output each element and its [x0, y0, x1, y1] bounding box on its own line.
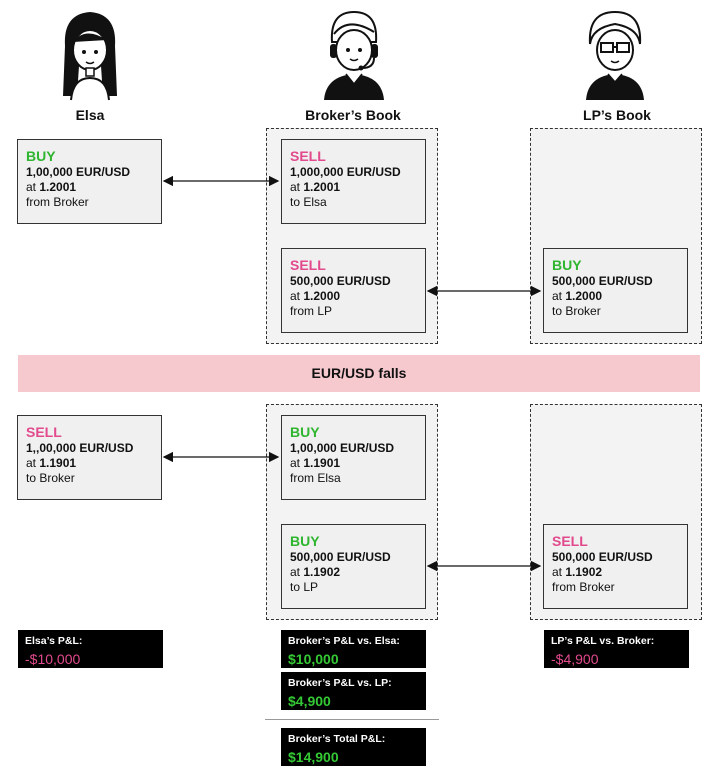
elsa-pnl-box: Elsa’s P&L: -$10,000: [18, 630, 163, 668]
lp-pnl-box: LP’s P&L vs. Broker: -$4,900: [544, 630, 689, 668]
trade-at: at: [26, 456, 40, 470]
trade-amount: 500,000 EUR/USD: [552, 550, 653, 564]
trade-price: 1.1902: [565, 565, 603, 579]
broker-sell-lp-card: SELL 500,000 EUR/USD at 1.2000 from LP: [281, 248, 426, 333]
trade-price: 1.2001: [303, 180, 341, 194]
trade-action: SELL: [290, 257, 326, 273]
trade-party: to Broker: [552, 304, 601, 318]
trade-amount: 500,000 EUR/USD: [552, 274, 653, 288]
trade-at: at: [552, 289, 566, 303]
lp-title: LP’s Book: [583, 107, 651, 123]
trade-price: 1.1901: [39, 456, 77, 470]
pnl-value: $10,000: [288, 651, 339, 667]
pnl-label: Elsa’s P&L:: [25, 635, 83, 647]
trade-amount: 1,00,000 EUR/USD: [290, 441, 395, 455]
broker-vs-elsa-pnl-box: Broker’s P&L vs. Elsa: $10,000: [281, 630, 426, 668]
trade-party: to LP: [290, 580, 319, 594]
event-banner: EUR/USD falls: [18, 355, 700, 392]
trade-price: 1.1902: [303, 565, 341, 579]
trade-action: BUY: [290, 424, 320, 440]
broker-total-pnl-box: Broker’s Total P&L: $14,900: [281, 728, 426, 766]
broker-avatar-icon: [318, 4, 390, 102]
broker-buy-elsa-card: BUY 1,00,000 EUR/USD at 1.1901 from Elsa: [281, 415, 426, 500]
pnl-value: $14,900: [288, 749, 339, 765]
trade-party: from LP: [290, 304, 333, 318]
pnl-value: -$10,000: [25, 651, 81, 667]
trade-at: at: [290, 565, 304, 579]
broker-title: Broker’s Book: [305, 107, 401, 123]
pnl-value: $4,900: [288, 693, 331, 709]
trade-party: to Broker: [26, 471, 75, 485]
trade-action: SELL: [552, 533, 588, 549]
trade-amount: 1,,00,000 EUR/USD: [26, 441, 134, 455]
trade-amount: 500,000 EUR/USD: [290, 550, 391, 564]
trade-party: from Elsa: [290, 471, 341, 485]
trade-action: SELL: [26, 424, 62, 440]
trade-party: from Broker: [552, 580, 615, 594]
trade-at: at: [552, 565, 566, 579]
broker-buy-lp-card: BUY 500,000 EUR/USD at 1.1902 to LP: [281, 524, 426, 609]
pnl-label: Broker’s P&L vs. Elsa:: [288, 635, 400, 647]
trade-price: 1.1901: [303, 456, 341, 470]
elsa-buy-card: BUY 1,00,000 EUR/USD at 1.2001 from Brok…: [17, 139, 162, 224]
trade-action: BUY: [290, 533, 320, 549]
broker-sell-elsa-card: SELL 1,000,000 EUR/USD at 1.2001 to Elsa: [281, 139, 426, 224]
pnl-value: -$4,900: [551, 651, 599, 667]
lp-sell-card: SELL 500,000 EUR/USD at 1.1902 from Brok…: [543, 524, 688, 609]
trade-at: at: [290, 456, 304, 470]
trade-at: at: [290, 289, 304, 303]
trade-amount: 1,00,000 EUR/USD: [26, 165, 131, 179]
trade-price: 1.2000: [303, 289, 341, 303]
lp-avatar-icon: [580, 4, 650, 102]
pnl-label: LP’s P&L vs. Broker:: [551, 635, 655, 647]
trade-party: to Elsa: [290, 195, 327, 209]
elsa-title: Elsa: [75, 107, 105, 123]
trade-at: at: [26, 180, 40, 194]
total-divider: [265, 719, 439, 720]
trade-action: SELL: [290, 148, 326, 164]
lp-buy-card: BUY 500,000 EUR/USD at 1.2000 to Broker: [543, 248, 688, 333]
trade-amount: 1,000,000 EUR/USD: [290, 165, 401, 179]
elsa-sell-card: SELL 1,,00,000 EUR/USD at 1.1901 to Brok…: [17, 415, 162, 500]
elsa-avatar-icon: [55, 6, 125, 102]
pnl-label: Broker’s P&L vs. LP:: [288, 677, 392, 689]
trade-action: BUY: [26, 148, 56, 164]
pnl-label: Broker’s Total P&L:: [288, 733, 386, 745]
trade-party: from Broker: [26, 195, 89, 209]
trade-price: 1.2000: [565, 289, 603, 303]
trade-price: 1.2001: [39, 180, 77, 194]
broker-vs-lp-pnl-box: Broker’s P&L vs. LP: $4,900: [281, 672, 426, 710]
trade-amount: 500,000 EUR/USD: [290, 274, 391, 288]
trade-action: BUY: [552, 257, 582, 273]
trade-at: at: [290, 180, 304, 194]
